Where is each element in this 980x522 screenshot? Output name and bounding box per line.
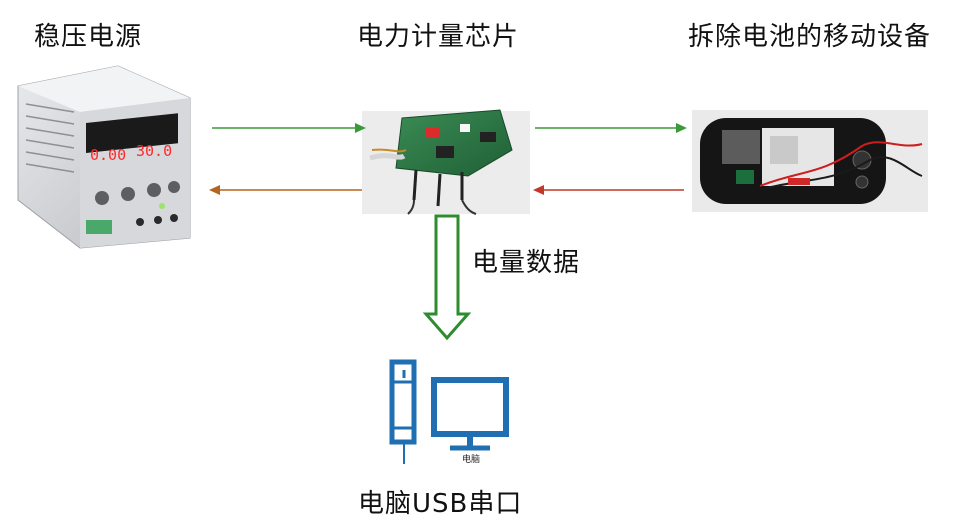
arrow-chip-to-pc xyxy=(422,214,472,341)
power-supply-label: 稳压电源 xyxy=(34,22,143,52)
mobile-device-image xyxy=(692,110,928,212)
energy-data-label: 电量数据 xyxy=(472,248,581,278)
arrow-psu-to-chip xyxy=(212,123,366,133)
arrow-chip-to-device xyxy=(535,123,687,133)
pc-icon xyxy=(389,359,509,464)
device-label: 拆除电池的移动设备 xyxy=(688,22,932,52)
power-supply-image: 0.00 30.0 xyxy=(17,65,191,249)
psu-display-right: 30.0 xyxy=(136,142,172,160)
arrow-device-to-chip xyxy=(533,185,684,195)
meter-chip-image xyxy=(362,109,530,215)
pc-serial-label: 电脑USB串口 xyxy=(358,489,523,519)
monitor-caption: 电脑 xyxy=(462,453,480,465)
meter-chip-label: 电力计量芯片 xyxy=(357,22,520,52)
psu-display-left: 0.00 xyxy=(90,146,126,164)
arrow-chip-to-psu xyxy=(209,185,362,195)
